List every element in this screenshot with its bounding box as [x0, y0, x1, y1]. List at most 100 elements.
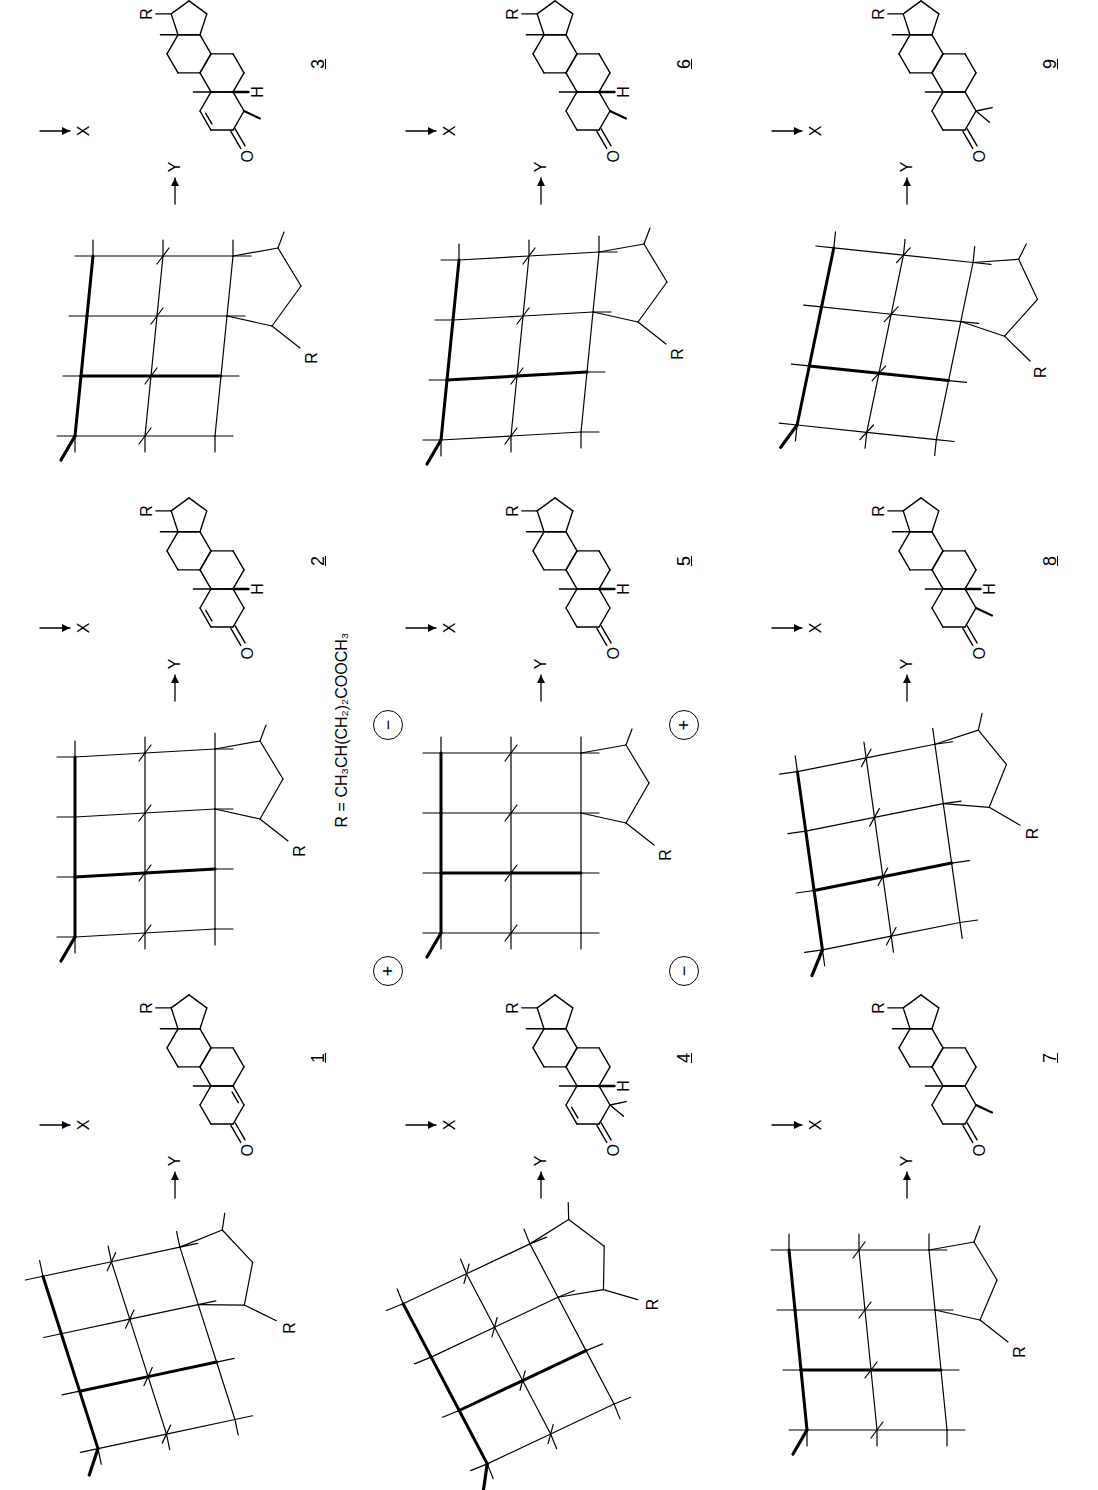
formula-bond — [910, 531, 932, 532]
projection-bond — [523, 1381, 551, 1434]
projection-bond — [952, 863, 960, 922]
formula-bond — [965, 1067, 976, 1086]
formula-bond — [522, 1007, 537, 1008]
projection-bond — [221, 375, 239, 376]
formula-bond — [171, 511, 178, 532]
projection-bond — [978, 730, 1006, 764]
projection-bond — [89, 1449, 98, 1475]
formula-bond — [566, 1105, 577, 1124]
formula-bond — [932, 1029, 943, 1048]
projection-bond — [973, 247, 975, 263]
formula-bond — [910, 531, 932, 532]
substituent-label: R — [139, 505, 155, 517]
formula-bond — [976, 608, 992, 615]
projection-bond — [74, 757, 77, 817]
formula-bond — [200, 1048, 211, 1067]
projection-bond — [517, 308, 529, 324]
substituent-label: R — [670, 348, 686, 360]
projection-bond — [144, 1368, 152, 1386]
projection-bond — [487, 1434, 550, 1464]
projection-bond — [980, 1280, 997, 1320]
arrow-head — [537, 178, 545, 186]
formula-bond — [932, 1105, 943, 1124]
projection-bond — [93, 255, 163, 256]
projection-bond — [180, 1247, 198, 1304]
formula-bond — [610, 111, 626, 118]
formula-bond — [932, 35, 943, 54]
atom-label: O — [240, 150, 256, 162]
projection-bond — [510, 873, 511, 933]
formula-bond — [910, 569, 932, 570]
projection-bond — [928, 1234, 929, 1250]
projection-bond — [423, 872, 441, 873]
projection-bond — [822, 936, 891, 950]
projection-bond — [215, 376, 221, 436]
formula-bond — [200, 551, 211, 570]
projection-bond — [459, 1381, 522, 1411]
projection-bond — [441, 259, 459, 260]
projection-bond — [946, 1430, 947, 1446]
projection-bond — [57, 435, 75, 436]
projection-bond — [453, 316, 523, 320]
projection-bond — [883, 877, 891, 936]
formula-bond — [910, 1028, 932, 1029]
projection-bond — [644, 244, 667, 282]
formula-bond — [963, 131, 973, 148]
formula-bond — [965, 1086, 976, 1105]
arrow-head — [537, 675, 545, 683]
projection-bond — [75, 813, 145, 817]
projection-bond — [44, 1334, 62, 1338]
projection-bond — [215, 868, 233, 869]
axis-label: X — [442, 126, 458, 137]
projection-bond — [879, 373, 949, 380]
atom-label: O — [972, 647, 988, 659]
projection-bond — [61, 1319, 129, 1334]
formula-bond — [544, 531, 566, 532]
formula-bond — [899, 35, 910, 54]
projection-bond — [233, 248, 278, 256]
formula-bond — [544, 34, 566, 35]
projection-bond — [145, 749, 215, 753]
projection-bond — [789, 1249, 859, 1250]
projection-bond — [447, 376, 517, 380]
projection-bond — [796, 890, 814, 893]
projection-bond — [1019, 259, 1038, 299]
compound-number: 9 — [1041, 59, 1059, 69]
arrow-head — [171, 178, 179, 186]
formula-bond — [537, 995, 555, 1008]
formula-bond — [943, 588, 965, 589]
projection-bond — [809, 307, 821, 366]
compound-number: 3 — [309, 59, 327, 69]
projection-bond — [25, 1276, 43, 1280]
atom-label: O — [972, 150, 988, 162]
projection-bond — [227, 256, 233, 316]
projection-bond — [111, 1247, 179, 1262]
projection-bond — [581, 813, 626, 823]
projection-bond — [949, 381, 967, 383]
formula-bond — [943, 53, 965, 54]
formula-bond — [965, 608, 976, 627]
formula-bond — [233, 1105, 244, 1124]
projection-bond — [75, 435, 145, 436]
projection-bond — [235, 1419, 238, 1435]
formula-bond — [178, 1028, 200, 1029]
projection-bond — [441, 752, 511, 753]
projection-bond — [877, 1429, 947, 1430]
projection-bond — [180, 1230, 222, 1247]
formula-bond — [965, 54, 976, 73]
formula-bond — [233, 1086, 244, 1105]
formula-bond — [943, 129, 965, 130]
formula-bond — [965, 588, 980, 591]
projection-bond — [471, 1464, 488, 1471]
arrow-head — [171, 675, 179, 683]
projection-bond — [599, 244, 644, 252]
formula-bond — [925, 91, 943, 92]
formula-bond — [976, 108, 992, 111]
formula-bond — [167, 1029, 178, 1048]
projection-bond — [441, 812, 511, 813]
projection-bond — [386, 1304, 403, 1311]
formula-bond — [577, 626, 599, 627]
formula-bond — [601, 129, 611, 146]
formula-bond — [211, 550, 233, 551]
formula-bond — [967, 1123, 977, 1140]
